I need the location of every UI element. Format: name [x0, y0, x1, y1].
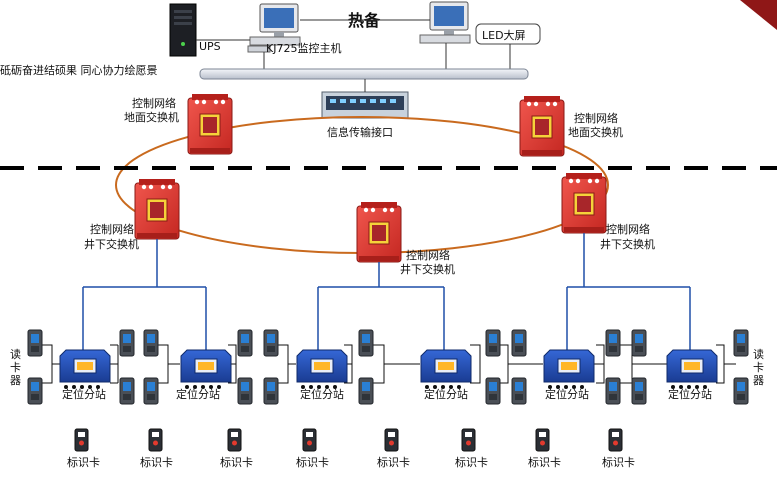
- reader-label-right-2: 卡: [753, 361, 764, 374]
- slogan: 砥砺奋进结硕果 同心协力绘愿景: [0, 63, 158, 77]
- surface-switch-right: [519, 95, 565, 157]
- positioning-substation: [180, 349, 232, 390]
- card-reader: [733, 329, 749, 357]
- reader-label-right-3: 器: [753, 374, 764, 387]
- card-reader: [358, 377, 374, 405]
- surface-switch-left-label-1: 控制网络: [132, 96, 176, 110]
- positioning-substation: [666, 349, 718, 390]
- positioning-substation: [420, 349, 472, 390]
- card-reader: [27, 377, 43, 405]
- host-links: [196, 19, 511, 70]
- host-label: KJ725监控主机: [266, 41, 341, 55]
- card-reader: [143, 377, 159, 405]
- positioning-substation: [59, 349, 111, 390]
- substation-label: 定位分站: [176, 387, 220, 401]
- reader-links: [42, 344, 736, 384]
- tag-label: 标识卡: [220, 455, 253, 469]
- substation-label: 定位分站: [62, 387, 106, 401]
- card-reader: [263, 329, 279, 357]
- tag-label: 标识卡: [377, 455, 410, 469]
- id-tag: [148, 428, 163, 452]
- card-reader: [358, 329, 374, 357]
- info-interface-device: [321, 91, 409, 119]
- card-reader: [119, 329, 135, 357]
- surface-switch-left: [187, 93, 233, 155]
- card-reader: [511, 329, 527, 357]
- card-reader: [605, 377, 621, 405]
- host-computer: [247, 3, 301, 53]
- card-reader: [237, 377, 253, 405]
- positioning-substation: [296, 349, 348, 390]
- id-tag: [74, 428, 89, 452]
- substation-label: 定位分站: [300, 387, 344, 401]
- surface-switch-right-label-2: 地面交换机: [568, 125, 623, 139]
- underground-switch-right-label-2: 井下交换机: [600, 237, 655, 251]
- ups-label: UPS: [199, 40, 221, 53]
- id-tag: [302, 428, 317, 452]
- card-reader: [237, 329, 253, 357]
- corner-decoration: [740, 0, 777, 30]
- tag-label: 标识卡: [140, 455, 173, 469]
- card-readers: [27, 329, 749, 405]
- positioning-substation: [543, 349, 595, 390]
- substation-label: 定位分站: [545, 387, 589, 401]
- id-tag: [461, 428, 476, 452]
- card-reader: [511, 377, 527, 405]
- surface-switch-right-label-1: 控制网络: [574, 111, 618, 125]
- id-tag: [227, 428, 242, 452]
- tag-label: 标识卡: [455, 455, 488, 469]
- surface-switch-left-label-2: 地面交换机: [124, 110, 179, 124]
- id-tag: [608, 428, 623, 452]
- id-tag: [535, 428, 550, 452]
- reader-label-left-1: 读: [10, 347, 21, 361]
- underground-switch-right-label-1: 控制网络: [606, 222, 650, 236]
- underground-switch-middle: [356, 201, 402, 263]
- ups-unit: [169, 3, 197, 57]
- substation-label: 定位分站: [424, 387, 468, 401]
- card-reader: [143, 329, 159, 357]
- card-reader: [27, 329, 43, 357]
- underground-switch-left-label-1: 控制网络: [90, 222, 134, 236]
- card-reader: [631, 329, 647, 357]
- underground-switch-right: [561, 172, 607, 234]
- reader-label-right-1: 读: [753, 347, 764, 361]
- tag-label: 标识卡: [296, 455, 329, 469]
- card-reader: [631, 377, 647, 405]
- id-tag: [384, 428, 399, 452]
- tag-label: 标识卡: [602, 455, 635, 469]
- reader-label-left-2: 卡: [10, 361, 21, 374]
- card-reader: [605, 329, 621, 357]
- underground-switch-middle-label-1: 控制网络: [406, 248, 450, 262]
- backup-computer: [419, 1, 471, 44]
- reader-label-left-3: 器: [10, 374, 21, 387]
- led-label: LED大屏: [482, 28, 526, 42]
- underground-switch-left: [134, 178, 180, 240]
- substation-label: 定位分站: [668, 387, 712, 401]
- underground-switch-left-label-2: 井下交换机: [84, 237, 139, 251]
- underground-switch-middle-label-2: 井下交换机: [400, 262, 455, 276]
- led-screen: LED大屏: [475, 23, 541, 45]
- card-reader: [485, 329, 501, 357]
- card-reader: [733, 377, 749, 405]
- card-reader: [485, 377, 501, 405]
- card-reader: [263, 377, 279, 405]
- tag-label: 标识卡: [67, 455, 100, 469]
- underground-network-lines: [82, 233, 691, 352]
- tag-label: 标识卡: [528, 455, 561, 469]
- ethernet-bus: [199, 68, 529, 80]
- interface-label: 信息传输接口: [327, 125, 393, 139]
- card-reader: [119, 377, 135, 405]
